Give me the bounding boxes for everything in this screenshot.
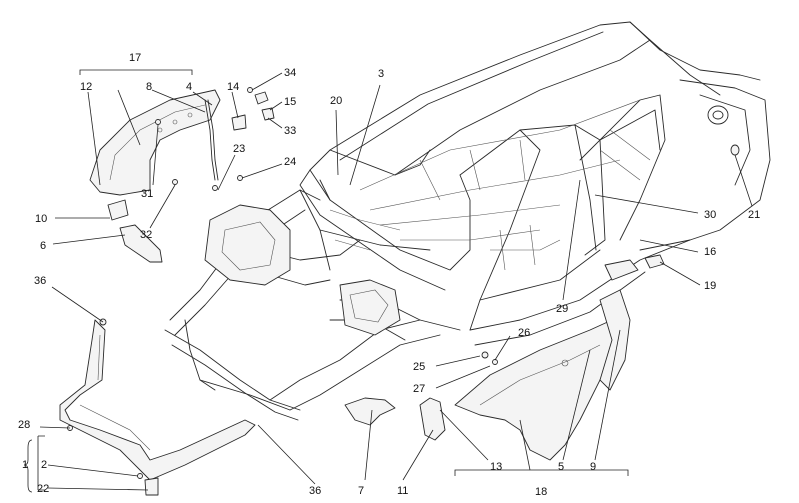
callout-29: 29	[556, 303, 568, 315]
callout-31: 31	[141, 188, 153, 200]
callout-36-top: 36	[34, 275, 46, 287]
callout-23: 23	[233, 143, 245, 155]
callout-32: 32	[140, 229, 152, 241]
callout-20: 20	[330, 95, 342, 107]
callout-27: 27	[413, 383, 425, 395]
callout-7: 7	[358, 485, 364, 497]
callout-17: 17	[129, 52, 141, 64]
fender-liner	[599, 289, 631, 391]
group-brace-1	[23, 439, 33, 493]
callout-28: 28	[18, 419, 30, 431]
callout-10: 10	[35, 213, 47, 225]
callout-25: 25	[413, 361, 425, 373]
small-caps-rear	[604, 144, 740, 281]
front-bumper-beam	[59, 318, 256, 496]
callout-19: 19	[704, 280, 716, 292]
callout-22: 22	[37, 483, 49, 495]
callout-3: 3	[378, 68, 384, 80]
callout-15: 15	[284, 96, 296, 108]
callout-24: 24	[284, 156, 296, 168]
callout-2: 2	[41, 459, 47, 471]
bracket-7	[344, 397, 396, 426]
callout-11: 11	[397, 485, 408, 497]
callout-26: 26	[518, 327, 530, 339]
small-fasteners-top	[155, 87, 275, 191]
callout-13: 13	[490, 461, 502, 473]
callout-5: 5	[558, 461, 564, 473]
callout-21: 21	[748, 209, 760, 221]
front-fender-left	[89, 89, 221, 196]
callout-6: 6	[40, 240, 46, 252]
callout-33: 33	[284, 125, 296, 137]
callout-8: 8	[146, 81, 152, 93]
callout-16: 16	[704, 246, 716, 258]
leader-lines	[37, 69, 753, 491]
brackets-front-left	[107, 199, 163, 263]
callout-14: 14	[227, 81, 239, 93]
callout-9: 9	[590, 461, 596, 473]
body-shell	[164, 21, 771, 421]
callout-18: 18	[535, 486, 547, 498]
bolts-mid	[481, 351, 498, 365]
bracket-11	[419, 397, 446, 441]
callout-30: 30	[704, 209, 716, 221]
callout-labels: 17 12 8 4 14 34 3 15 20 33 23 24 31 10 3…	[18, 52, 760, 498]
callout-4: 4	[186, 81, 192, 93]
front-fender-right	[454, 319, 619, 461]
callout-36-bottom: 36	[309, 485, 321, 497]
callout-12: 12	[80, 81, 92, 93]
callout-34: 34	[284, 67, 296, 79]
fender-strip	[204, 99, 219, 181]
